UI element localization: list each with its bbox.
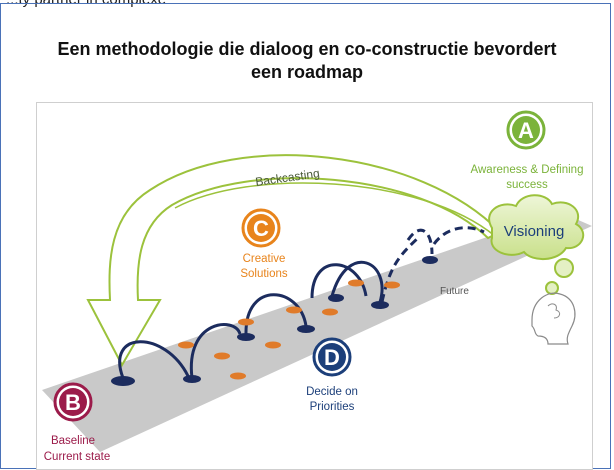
option-marker <box>265 341 281 349</box>
stage-b: B Baseline Current state <box>44 382 110 463</box>
stage-a-letter: A <box>518 118 534 143</box>
slide-title-line-1: Een methodologie die dialoog en co-const… <box>57 39 557 59</box>
hop-arc <box>330 260 384 303</box>
stage-d: D Decide on Priorities <box>306 337 358 413</box>
hop-arc <box>432 226 485 245</box>
thought-bubble <box>554 258 574 278</box>
partial-caption: ...ty partner in complexe <box>0 0 614 11</box>
step-marker <box>328 294 344 302</box>
option-marker <box>230 372 246 380</box>
step-markers <box>111 256 438 386</box>
hop-arc <box>189 323 242 379</box>
option-marker <box>348 279 364 287</box>
visioning-label: Visioning <box>504 223 565 240</box>
thought-bubble <box>545 281 559 295</box>
slide-title-line-2: een roadmap <box>250 62 364 82</box>
hop-arc <box>118 340 190 379</box>
option-marker <box>238 318 254 326</box>
stage-c-letter: C <box>253 216 269 241</box>
stage-d-label-2: Priorities <box>310 401 355 413</box>
future-label: Future <box>440 286 469 297</box>
step-marker <box>111 376 135 386</box>
stage-c-label-1: Creative <box>243 253 286 265</box>
stage-c: C Creative Solutions <box>240 208 288 280</box>
option-marker <box>214 352 230 360</box>
step-marker <box>371 301 389 309</box>
stage-a-label-2: success <box>506 179 548 191</box>
option-marker <box>384 281 400 289</box>
stage-d-letter: D <box>324 345 340 370</box>
option-marker <box>322 308 338 316</box>
stage-b-label-1: Baseline <box>51 435 95 447</box>
backcasting-inner-line <box>174 182 496 237</box>
step-marker <box>297 325 315 333</box>
hop-arc <box>406 228 434 255</box>
step-marker <box>183 375 201 383</box>
stage-a-label-1: Awareness & Defining <box>471 164 584 176</box>
hop-arc <box>380 236 420 303</box>
stage-c-label-2: Solutions <box>240 268 288 280</box>
head-outline-icon <box>531 292 576 345</box>
option-marker <box>178 341 194 349</box>
visioning-cloud: Visioning <box>488 194 585 295</box>
hop-arc <box>244 293 308 335</box>
step-marker <box>237 333 255 341</box>
stage-b-letter: B <box>65 390 81 415</box>
roadmap-path <box>42 212 592 452</box>
stage-d-label-1: Decide on <box>306 386 358 398</box>
slide-title: Een methodologie die dialoog en co-const… <box>0 38 614 84</box>
stage-b-label-2: Current state <box>44 451 110 463</box>
stage-a: A Awareness & Defining success <box>471 110 584 191</box>
option-markers <box>178 279 400 380</box>
option-marker <box>286 306 302 314</box>
step-marker <box>422 256 438 264</box>
